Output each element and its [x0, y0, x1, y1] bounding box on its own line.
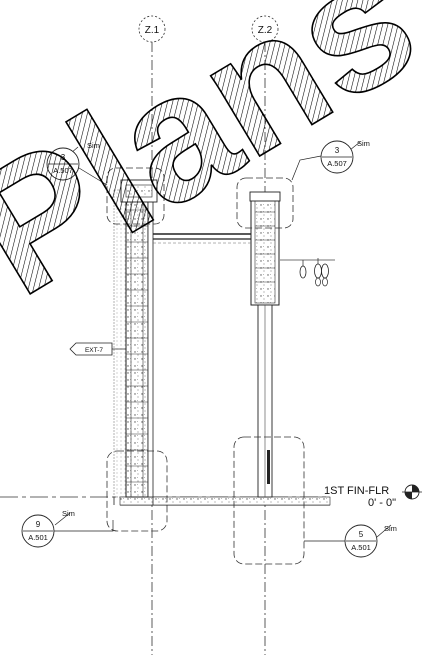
wall-tag-label: EXT-7	[85, 347, 103, 354]
callout-frame-3	[106, 450, 168, 532]
exterior-wall-left	[113, 179, 158, 505]
callout-frame-1	[106, 167, 165, 225]
callout-sheet: A.507	[327, 159, 347, 168]
callout-sheet: A.507	[53, 166, 73, 175]
callout-sheet: A.501	[351, 543, 371, 552]
level-name: 1ST FIN-FLR	[324, 485, 389, 497]
callout-note: Sim	[357, 139, 370, 148]
level-elevation: 0' - 0"	[368, 497, 396, 509]
callout-bubble-2[interactable]: 3 A.507 Sim	[291, 139, 370, 181]
callout-bubble-4[interactable]: 5 A.501 Sim	[304, 524, 397, 558]
callout-bubble-1[interactable]: 3 A.507 Sim	[46, 141, 108, 186]
callout-number: 5	[359, 530, 364, 539]
callout-note: Sim	[384, 524, 397, 533]
level-line	[0, 496, 331, 506]
grid-label-z1: Z.1	[145, 25, 160, 36]
grid-bubble-z1	[138, 15, 166, 43]
callout-number: 3	[335, 146, 340, 155]
callout-note: Sim	[87, 141, 100, 150]
watermark: Plans @	[0, 0, 442, 333]
grid-bubble-z2	[251, 15, 279, 43]
watermark-text: Plans @	[0, 0, 442, 333]
callout-sheet: A.501	[28, 533, 48, 542]
wall-tag[interactable]: EXT-7	[69, 342, 126, 356]
callout-number: 3	[61, 153, 66, 162]
level-marker[interactable]: 1ST FIN-FLR 0' - 0"	[324, 484, 422, 509]
light-fixtures	[280, 258, 335, 287]
callout-frame-2	[236, 177, 294, 229]
level-target-icon	[402, 484, 422, 500]
roof-beam	[153, 233, 251, 244]
grid-label-z2: Z.2	[258, 25, 273, 36]
column-right	[249, 191, 281, 498]
callout-number: 9	[36, 520, 41, 529]
callout-bubble-3[interactable]: 9 A.501 Sim	[21, 509, 114, 548]
callout-frame-4	[233, 436, 305, 565]
callout-note: Sim	[62, 509, 75, 518]
